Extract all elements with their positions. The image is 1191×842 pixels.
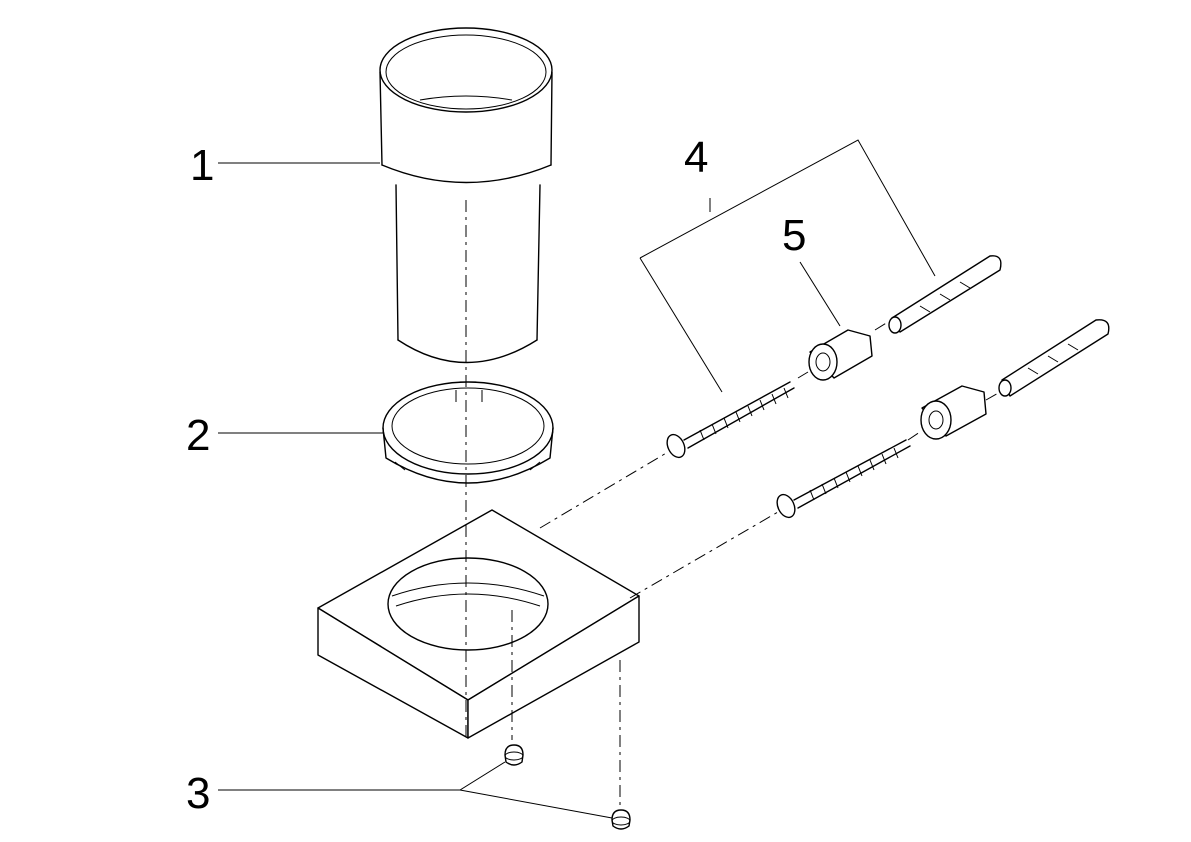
spacer-lower (920, 385, 987, 440)
callout-1: 1 (190, 141, 214, 190)
screw-upper (666, 381, 795, 459)
screw-lower (776, 439, 911, 519)
callout-3: 3 (186, 769, 210, 818)
wall-holder-block (317, 509, 640, 739)
callout-2: 2 (186, 411, 210, 460)
spacer-upper (808, 329, 873, 381)
cap-upper (504, 744, 524, 766)
retaining-ring (382, 381, 554, 484)
glass-tumbler (379, 27, 553, 364)
leader-lines (218, 139, 936, 819)
wall-plug-upper (888, 255, 1002, 334)
wall-plug-lower (998, 319, 1110, 397)
cap-lower (611, 809, 631, 830)
assembly-lines (465, 200, 1001, 808)
callout-5: 5 (782, 211, 806, 260)
callout-4: 4 (684, 133, 708, 182)
